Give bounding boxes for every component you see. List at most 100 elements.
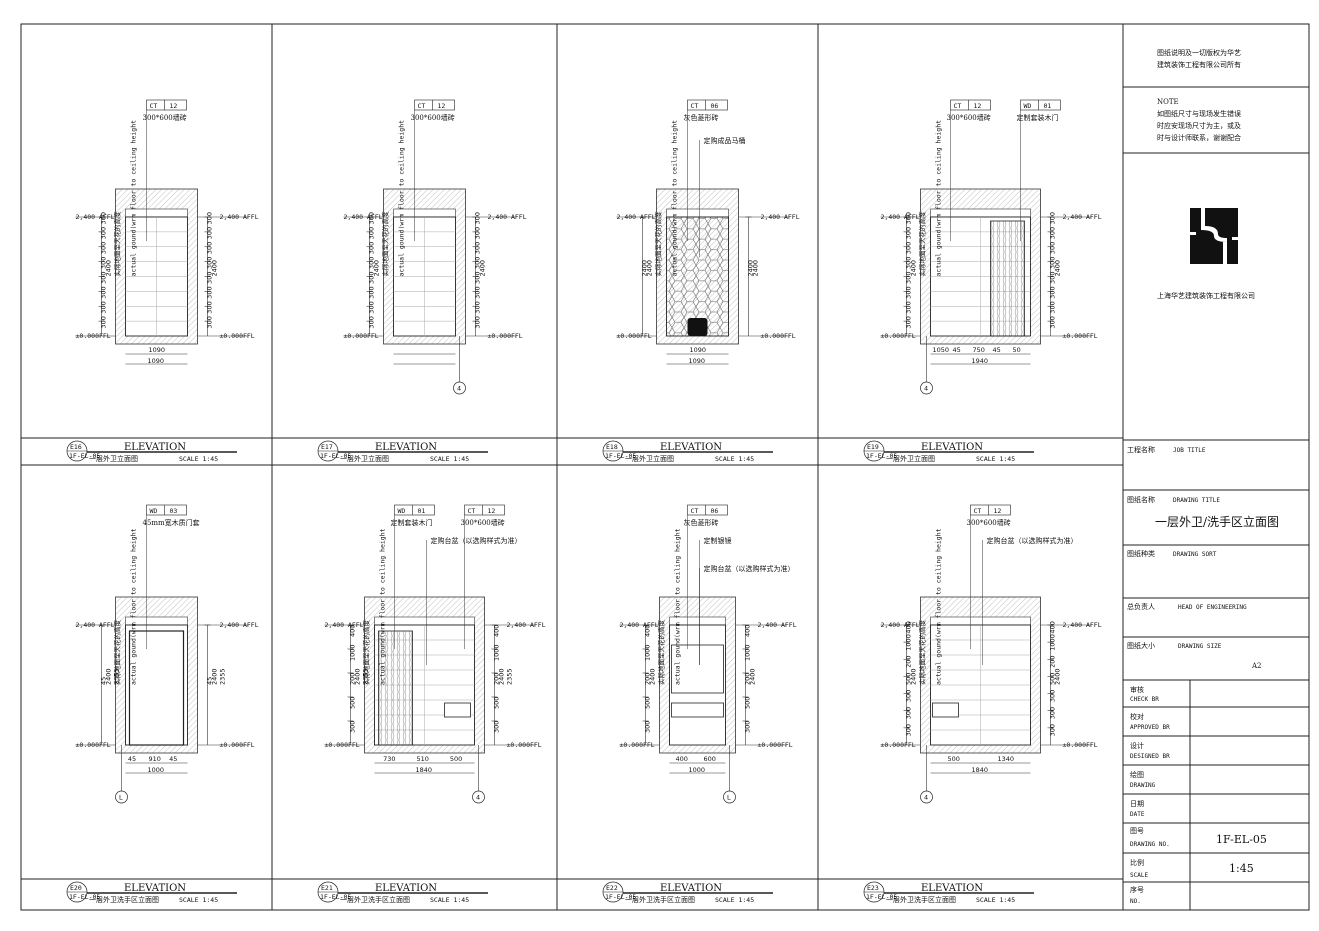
material-tag	[1020, 99, 1061, 111]
dim-text: 300	[100, 272, 108, 284]
axis-label: 4	[924, 794, 928, 802]
axis-bubble	[453, 381, 466, 395]
elevation-scale: SCALE 1:45	[430, 455, 469, 463]
dim-text: 300	[100, 227, 108, 239]
dim-text: 600	[704, 755, 716, 763]
dim-text: 500	[1049, 673, 1057, 685]
dim-text: 300	[493, 721, 501, 733]
dim-text: 2400	[910, 668, 918, 685]
dim-text: 2400	[373, 260, 381, 277]
dim-text: 2400	[498, 668, 506, 685]
height-note: 实际地面至天花的高度	[657, 620, 666, 686]
elevation-code: E23	[867, 884, 879, 892]
tag-code: CT	[974, 507, 982, 515]
dim-text: 500	[644, 697, 652, 709]
size-value: A2	[1251, 662, 1262, 670]
copyright-line-2: 建筑装饰工程有限公司所有	[1157, 60, 1241, 69]
dim-text: 300	[100, 257, 108, 269]
date-en: DATE	[1130, 811, 1145, 818]
dim-text: 300	[368, 242, 376, 254]
dim-text: 500	[744, 697, 752, 709]
dim-text: 300	[368, 212, 376, 224]
tag-code: CT	[468, 507, 476, 515]
elevation-code: E19	[867, 443, 879, 451]
material-tag	[394, 504, 435, 516]
dim-text: 1090	[690, 346, 707, 354]
dim-text: 2400	[105, 668, 113, 685]
elevation-scale: SCALE 1:45	[179, 455, 218, 463]
material-tag	[687, 99, 728, 111]
axis-label: 4	[457, 385, 461, 393]
material-tag	[687, 504, 728, 516]
dim-text: 400	[493, 625, 501, 637]
dim-text: 2400	[910, 260, 918, 277]
dim-text: 750	[973, 346, 985, 354]
elevation-name: 一层外卫立面图	[886, 454, 935, 463]
elevation-sheet-ref: 1F-EL-05	[320, 893, 351, 901]
elevation-name: 一层外卫立面图	[89, 454, 138, 463]
material-tag	[146, 99, 187, 111]
elevation-scale: SCALE 1:45	[976, 896, 1015, 904]
height-note: 实际地面至天花的高度	[113, 211, 122, 277]
dim-text: 300	[1049, 707, 1057, 719]
dim-text: 200	[349, 673, 357, 685]
dim-text: 300	[1049, 242, 1057, 254]
vanity-cabinet	[671, 702, 724, 718]
dim-text-total: 1000	[148, 766, 165, 774]
dim-text: 2400	[1054, 668, 1062, 685]
dim-text: 300	[905, 212, 913, 224]
scale-value: 1:45	[1229, 862, 1254, 875]
dim-text: 910	[149, 755, 161, 763]
hy-logo-icon	[1190, 208, 1238, 264]
elevation-sheet-ref: 1F-EL-05	[605, 893, 636, 901]
dim-text-total: 1840	[972, 766, 989, 774]
elevation-scale: SCALE 1:45	[179, 896, 218, 904]
elevation-sheet-ref: 1F-EL-05	[320, 452, 351, 460]
dim-text: 2400	[354, 668, 362, 685]
dim-text: 300	[368, 257, 376, 269]
dim-text: 2400	[646, 260, 654, 277]
scale-cn: 比例	[1130, 858, 1144, 867]
dim-text: 300	[100, 286, 108, 298]
dim-text: 500	[349, 697, 357, 709]
dim-text: 2400	[479, 260, 487, 277]
dim-text: 300	[905, 316, 913, 328]
dim-text: 300	[1049, 212, 1057, 224]
dim-text: 1000	[905, 634, 913, 651]
dim-text: 1000	[349, 644, 357, 661]
elevation-title: ELEVATION	[124, 442, 186, 453]
dim-text-total: 1090	[689, 357, 706, 365]
dim-text: 300	[905, 227, 913, 239]
axis-bubble	[472, 790, 485, 804]
dim-text: 300	[1049, 316, 1057, 328]
axis-bubble	[723, 790, 736, 804]
dim-text: 300	[905, 257, 913, 269]
elevation-name: 一层外卫洗手区立面图	[340, 895, 410, 904]
tag-desc: 定制套装木门	[391, 518, 433, 527]
dim-text: 500	[450, 755, 462, 763]
elevation-code: E22	[606, 884, 618, 892]
dim-text: 300	[905, 707, 913, 719]
dim-text: 2400	[105, 260, 113, 277]
head-cn: 总负责人	[1127, 602, 1155, 611]
elevation-sheet-ref: 1F-EL-05	[69, 893, 100, 901]
outer-frame	[20, 23, 1310, 911]
tag-num: 12	[438, 102, 446, 110]
elevation-name: 一层外卫立面图	[340, 454, 389, 463]
dim-text: 510	[417, 755, 429, 763]
dim-text: 300	[1049, 724, 1057, 736]
dim-text: 1000	[744, 644, 752, 661]
tag-code: CT	[418, 102, 426, 110]
dim-text: 2355	[362, 668, 370, 685]
elevation-code: E21	[321, 884, 333, 892]
tag-num: 01	[418, 507, 426, 515]
elevation-scale: SCALE 1:45	[976, 455, 1015, 463]
tag-num: 01	[1044, 102, 1052, 110]
callout-note: 定购台盆（以选购样式为准）	[704, 564, 795, 573]
dim-text: 300	[206, 316, 214, 328]
elevation-title: ELEVATION	[660, 442, 722, 453]
dim-text: 200	[493, 673, 501, 685]
